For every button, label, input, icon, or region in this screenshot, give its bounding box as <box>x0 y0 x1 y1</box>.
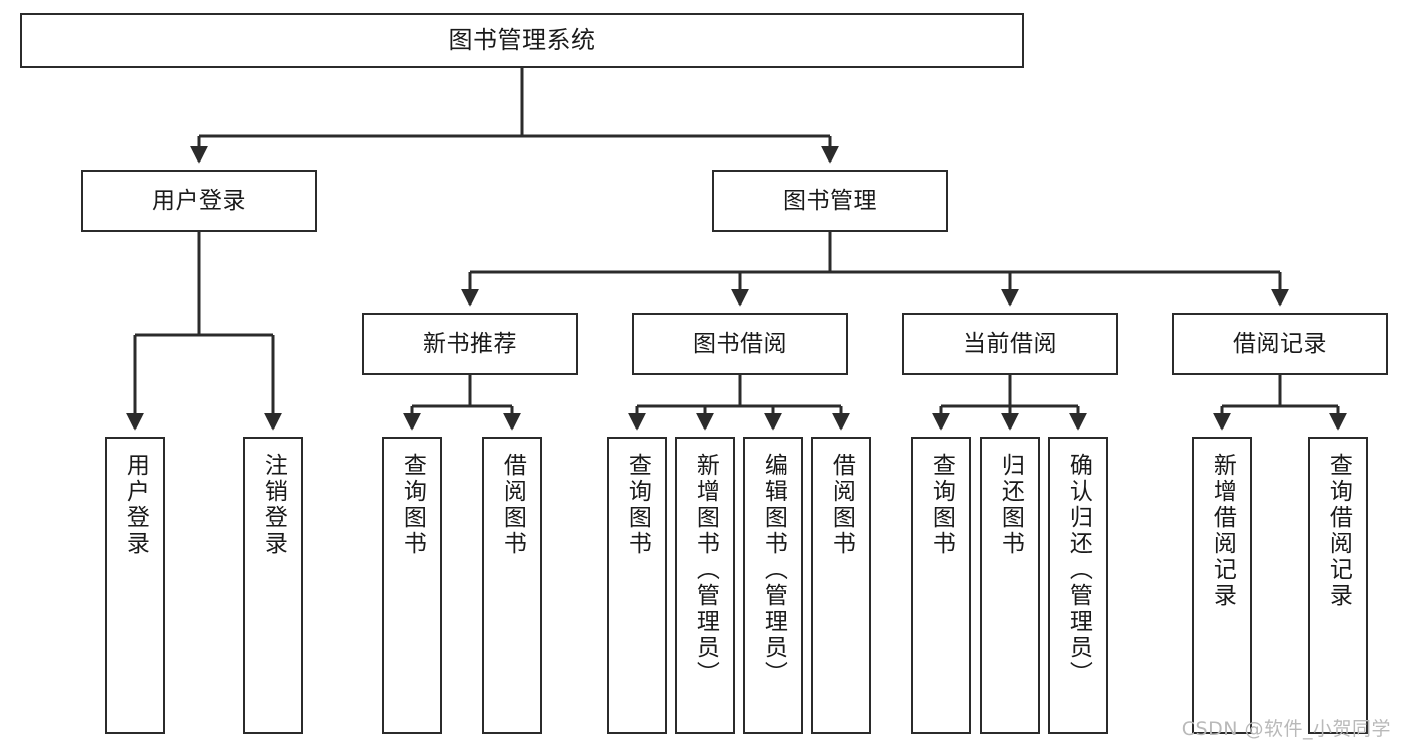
node-leaf-cb-query-book[interactable]: 查询图书 <box>911 437 971 734</box>
node-borrowing-record[interactable]: 借阅记录 <box>1172 313 1388 375</box>
node-label: 归还图书 <box>997 453 1024 557</box>
node-label: 查询图书 <box>624 453 651 557</box>
node-label: 图书管理系统 <box>448 25 596 54</box>
node-leaf-bb-borrow-book[interactable]: 借阅图书 <box>811 437 871 734</box>
node-label: 借阅图书 <box>499 453 526 557</box>
node-leaf-logout[interactable]: 注销登录 <box>243 437 303 734</box>
node-leaf-bb-query-book[interactable]: 查询图书 <box>607 437 667 734</box>
node-leaf-br-query-record[interactable]: 查询借阅记录 <box>1308 437 1368 734</box>
node-label: 注销登录 <box>260 453 287 557</box>
node-label: 图书借阅 <box>693 330 787 357</box>
node-label: 新增图书（管理员） <box>692 453 719 687</box>
node-leaf-br-add-record[interactable]: 新增借阅记录 <box>1192 437 1252 734</box>
node-label: 确认归还（管理员） <box>1065 453 1092 687</box>
node-root-book-management-system[interactable]: 图书管理系统 <box>20 13 1024 68</box>
node-label: 图书管理 <box>783 187 877 214</box>
node-leaf-rec-query-book[interactable]: 查询图书 <box>382 437 442 734</box>
node-current-borrowing[interactable]: 当前借阅 <box>902 313 1118 375</box>
node-leaf-bb-edit-book-admin[interactable]: 编辑图书（管理员） <box>743 437 803 734</box>
node-label: 新增借阅记录 <box>1209 453 1236 609</box>
node-label: 查询借阅记录 <box>1325 453 1352 609</box>
node-leaf-cb-confirm-return-admin[interactable]: 确认归还（管理员） <box>1048 437 1108 734</box>
node-leaf-bb-add-book-admin[interactable]: 新增图书（管理员） <box>675 437 735 734</box>
node-new-book-recommendation[interactable]: 新书推荐 <box>362 313 578 375</box>
node-user-login[interactable]: 用户登录 <box>81 170 317 232</box>
node-label: 新书推荐 <box>423 330 517 357</box>
csdn-watermark: CSDN @软件_小贺同学 <box>1181 718 1391 740</box>
node-leaf-rec-borrow-book[interactable]: 借阅图书 <box>482 437 542 734</box>
node-label: 当前借阅 <box>963 330 1057 357</box>
node-label: 用户登录 <box>152 187 246 214</box>
node-leaf-user-login[interactable]: 用户登录 <box>105 437 165 734</box>
node-label: 查询图书 <box>399 453 426 557</box>
node-label: 查询图书 <box>928 453 955 557</box>
node-label: 用户登录 <box>122 453 149 557</box>
node-label: 借阅图书 <box>828 453 855 557</box>
node-label: 借阅记录 <box>1233 330 1327 357</box>
node-label: 编辑图书（管理员） <box>760 453 787 687</box>
node-leaf-cb-return-book[interactable]: 归还图书 <box>980 437 1040 734</box>
node-book-management[interactable]: 图书管理 <box>712 170 948 232</box>
node-book-borrowing[interactable]: 图书借阅 <box>632 313 848 375</box>
